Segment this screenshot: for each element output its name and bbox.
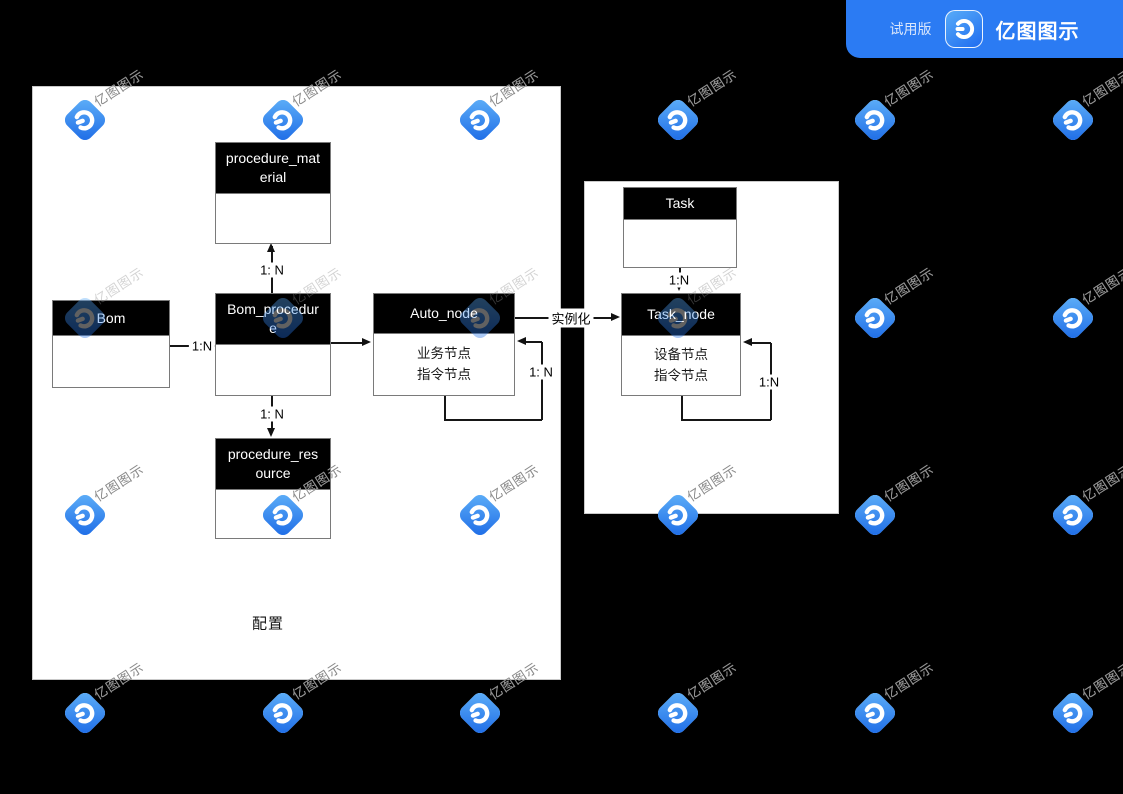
watermark: 亿图图示 <box>854 461 937 536</box>
entity-title: procedure_material <box>225 150 321 185</box>
connector-tasknode-self-loop <box>752 342 771 344</box>
watermark: 亿图图示 <box>854 659 937 734</box>
svg-text:亿图图示: 亿图图示 <box>881 659 936 702</box>
entity-body <box>624 220 736 267</box>
watermark: 亿图图示 <box>657 66 740 141</box>
arrowhead-right-icon <box>362 338 371 346</box>
cardinality-label: 1: N <box>257 406 287 422</box>
cardinality-label: 1: N <box>526 364 556 380</box>
svg-text:亿图图示: 亿图图示 <box>881 264 936 307</box>
entity-header: Task <box>624 188 736 220</box>
watermark: 亿图图示 <box>854 66 937 141</box>
watermark: 亿图图示 <box>1052 659 1123 734</box>
brand-name: 亿图图示 <box>995 20 1080 43</box>
entity-auto-node: Auto_node 业务节点 指令节点 <box>373 293 515 396</box>
entity-procedure-material: procedure_material <box>215 142 331 244</box>
entity-body <box>216 345 330 395</box>
watermark: 亿图图示 <box>657 659 740 734</box>
watermark: 亿图图示 <box>1052 659 1123 734</box>
watermark: 亿图图示 <box>657 66 740 141</box>
arrowhead-left-icon <box>517 337 526 345</box>
svg-text:亿图图示: 亿图图示 <box>684 659 739 702</box>
svg-text:亿图图示: 亿图图示 <box>684 66 739 109</box>
entity-task: Task <box>623 187 737 268</box>
svg-text:亿图图示: 亿图图示 <box>881 461 936 504</box>
arrowhead-down-icon <box>267 428 275 437</box>
svg-text:亿图图示: 亿图图示 <box>684 66 739 109</box>
connector-autonode-self-loop <box>444 419 542 421</box>
entity-bom-procedure: Bom_procedure <box>215 293 331 396</box>
entity-body-line: 指令节点 <box>417 366 471 382</box>
connector-tasknode-self-loop <box>681 396 683 420</box>
entity-body <box>216 490 330 538</box>
entity-bom: Bom <box>52 300 170 388</box>
entity-body <box>53 336 169 387</box>
svg-text:亿图图示: 亿图图示 <box>1079 264 1123 307</box>
edraw-logo-icon <box>944 10 983 48</box>
arrowhead-up-icon <box>267 243 275 252</box>
watermark: 亿图图示 <box>1052 264 1123 339</box>
connector-autonode-self-loop <box>541 342 543 420</box>
entity-header: Auto_node <box>374 294 514 334</box>
watermark: 亿图图示 <box>854 264 937 339</box>
entity-body: 设备节点 指令节点 <box>622 336 740 395</box>
entity-title: Task <box>665 195 695 212</box>
entity-header: procedure_resource <box>216 439 330 490</box>
entity-title: Bom <box>96 309 126 326</box>
entity-procedure-resource: procedure_resource <box>215 438 331 539</box>
entity-header: Task_node <box>622 294 740 336</box>
watermark: 亿图图示 <box>1052 66 1123 141</box>
watermark: 亿图图示 <box>854 461 937 536</box>
connector-autonode-self-loop <box>526 341 542 343</box>
watermark: 亿图图示 <box>854 659 937 734</box>
svg-text:亿图图示: 亿图图示 <box>1079 461 1123 504</box>
svg-text:亿图图示: 亿图图示 <box>1079 66 1123 109</box>
watermark: 亿图图示 <box>657 659 740 734</box>
watermark: 亿图图示 <box>854 66 937 141</box>
entity-body-line: 设备节点 <box>654 346 708 362</box>
edge-label-instantiate: 实例化 <box>548 308 594 328</box>
watermark: 亿图图示 <box>1052 66 1123 141</box>
svg-text:亿图图示: 亿图图示 <box>1079 264 1123 307</box>
entity-header: procedure_material <box>216 143 330 194</box>
connector-bomprocedure-to-autonode <box>330 342 363 344</box>
svg-text:亿图图示: 亿图图示 <box>1079 66 1123 109</box>
cardinality-label: 1:N <box>665 272 693 288</box>
watermark: 亿图图示 <box>1052 461 1123 536</box>
entity-title: Task_node <box>647 306 715 323</box>
caption-config: 配置 <box>251 615 285 633</box>
entity-header: Bom <box>53 301 169 336</box>
entity-body-line: 指令节点 <box>654 367 708 383</box>
connector-tasknode-self-loop <box>681 419 771 421</box>
entity-header: Bom_procedure <box>216 294 330 345</box>
entity-title: procedure_resource <box>227 446 319 481</box>
trial-banner[interactable]: 试用版 亿图图示 <box>846 0 1123 58</box>
trial-version-label: 试用版 <box>889 21 932 37</box>
connector-autonode-self-loop <box>444 396 446 420</box>
watermark: 亿图图示 <box>854 264 937 339</box>
svg-text:亿图图示: 亿图图示 <box>1079 659 1123 702</box>
entity-title: Auto_node <box>410 305 478 322</box>
entity-body <box>216 194 330 243</box>
cardinality-label: 1:N <box>755 374 783 390</box>
svg-text:亿图图示: 亿图图示 <box>881 66 936 109</box>
watermark: 亿图图示 <box>1052 461 1123 536</box>
entity-body: 业务节点 指令节点 <box>374 334 514 395</box>
svg-text:亿图图示: 亿图图示 <box>881 659 936 702</box>
svg-text:亿图图示: 亿图图示 <box>684 659 739 702</box>
svg-text:亿图图示: 亿图图示 <box>1079 659 1123 702</box>
cardinality-label: 1: N <box>257 262 287 278</box>
svg-text:亿图图示: 亿图图示 <box>881 264 936 307</box>
entity-task-node: Task_node 设备节点 指令节点 <box>621 293 741 396</box>
arrowhead-right-icon <box>611 313 620 321</box>
entity-title: Bom_procedure <box>227 301 319 336</box>
svg-text:亿图图示: 亿图图示 <box>1079 461 1123 504</box>
entity-body-line: 业务节点 <box>417 345 471 361</box>
arrowhead-left-icon <box>743 338 752 346</box>
watermark: 亿图图示 <box>1052 264 1123 339</box>
svg-text:亿图图示: 亿图图示 <box>881 66 936 109</box>
svg-text:亿图图示: 亿图图示 <box>881 461 936 504</box>
cardinality-label: 1:N <box>188 338 216 354</box>
